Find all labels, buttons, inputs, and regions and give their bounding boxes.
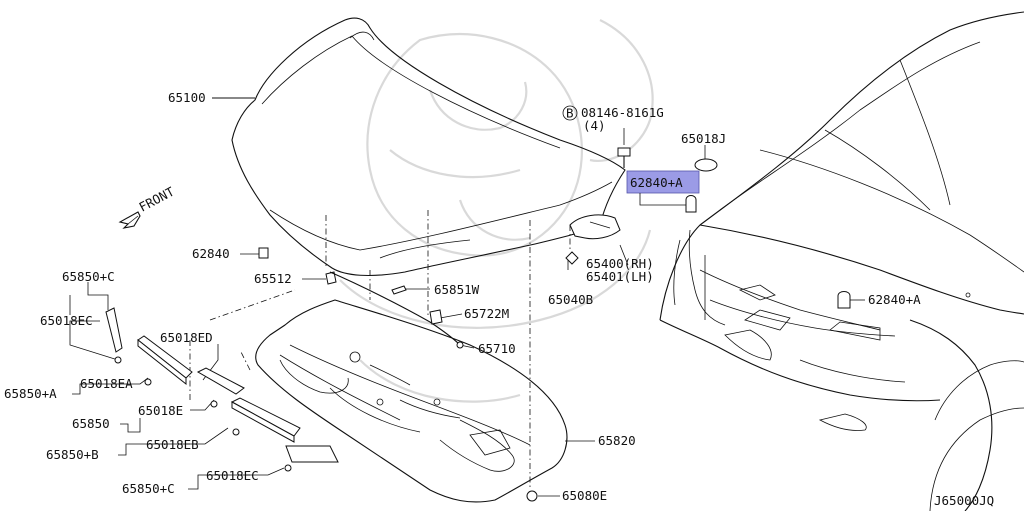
label-65710: 65710 (478, 341, 516, 356)
label-65850c-top: 65850+C (62, 269, 115, 284)
label-65512: 65512 (254, 271, 292, 286)
label-65820: 65820 (598, 433, 636, 448)
label-65850a: 65850+A (4, 386, 57, 401)
leader-lines (69, 97, 865, 497)
label-65080e: 65080E (562, 488, 607, 503)
bolt-symbol: B (566, 106, 574, 121)
label-65040b: 65040B (548, 292, 593, 307)
bolt-callout: B 08146-8161G (4) (562, 105, 664, 133)
vehicle-front (659, 11, 1024, 511)
bolt-qty: (4) (583, 118, 606, 133)
label-65722m: 65722M (464, 306, 509, 321)
label-65100: 65100 (168, 90, 206, 105)
label-65400: 65400(RH) (586, 256, 654, 271)
label-62840a: 62840+A (868, 292, 921, 307)
label-65018j: 65018J (681, 131, 726, 146)
hood-insulator (255, 299, 568, 503)
label-65850: 65850 (72, 416, 110, 431)
label-62840: 62840 (192, 246, 230, 261)
part-labels: 65100 62840 65512 65851W 65722M 65710 65… (4, 90, 921, 503)
label-65018e: 65018E (138, 403, 183, 418)
label-65851w: 65851W (434, 282, 480, 297)
front-label: FRONT (136, 184, 177, 215)
small-parts (105, 147, 851, 502)
hood-panel (231, 17, 626, 276)
figure-code: J65000JQ (934, 493, 994, 508)
label-65018ea: 65018EA (80, 376, 133, 391)
label-65018eb: 65018EB (146, 437, 199, 452)
label-65018ed: 65018ED (160, 330, 213, 345)
label-65018ec-bottom: 65018EC (206, 468, 259, 483)
label-65850b: 65850+B (46, 447, 99, 462)
label-65401: 65401(LH) (586, 269, 654, 284)
label-65850c-bottom: 65850+C (122, 481, 175, 496)
watermark-emblem (339, 19, 654, 403)
label-65018ec-top: 65018EC (40, 313, 93, 328)
bolt-code: 08146-8161G (581, 105, 664, 120)
highlight-box (626, 170, 700, 194)
bolt-symbol-circle (562, 105, 578, 121)
label-62840a-highlight: 62840+A (630, 175, 683, 190)
front-arrow-icon (118, 211, 141, 229)
